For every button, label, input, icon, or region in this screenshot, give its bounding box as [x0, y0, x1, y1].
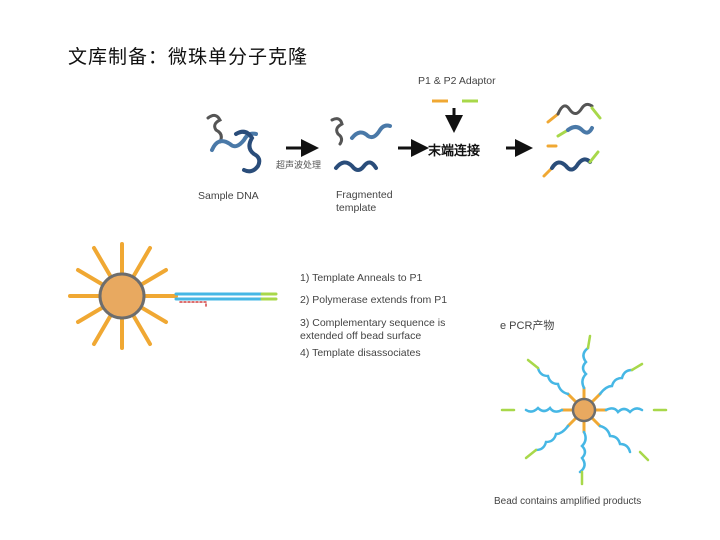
page-title: 文库制备：微珠单分子克隆: [68, 46, 309, 68]
end-ligation-label: 末端连接: [428, 144, 481, 159]
ligated-fragments: [542, 102, 602, 178]
fragmented-label: Fragmented: [336, 189, 393, 201]
step-1: 1) Template Anneals to P1: [300, 272, 423, 284]
fragment-grey: [330, 117, 344, 146]
bead-small: [571, 397, 597, 423]
fragmented-template-strands: [330, 117, 392, 172]
sample-dna-strands: [206, 113, 262, 174]
sonication-label: 超声波处理: [276, 161, 322, 171]
step-2: 2) Polymerase extends from P1: [300, 294, 448, 306]
step-3-cont: extended off bead surface: [300, 330, 422, 342]
bead-caption: Bead contains amplified products: [494, 496, 642, 507]
bead-large: [98, 272, 146, 320]
epcr-label: e PCR产物: [500, 320, 555, 332]
step-4: 4) Template disassociates: [300, 347, 421, 359]
dna-strand-dark: [234, 129, 262, 174]
fragment-dark: [334, 160, 378, 172]
extended-strand: [174, 292, 278, 308]
step-3: 3) Complementary sequence is: [300, 317, 446, 329]
template-label: template: [336, 202, 377, 214]
adaptor-label: P1 & P2 Adaptor: [418, 75, 496, 87]
fragment-blue: [350, 123, 392, 140]
sample-dna-label: Sample DNA: [198, 190, 259, 202]
dna-strand-grey: [206, 113, 223, 144]
polymerase-dots: [179, 301, 207, 308]
